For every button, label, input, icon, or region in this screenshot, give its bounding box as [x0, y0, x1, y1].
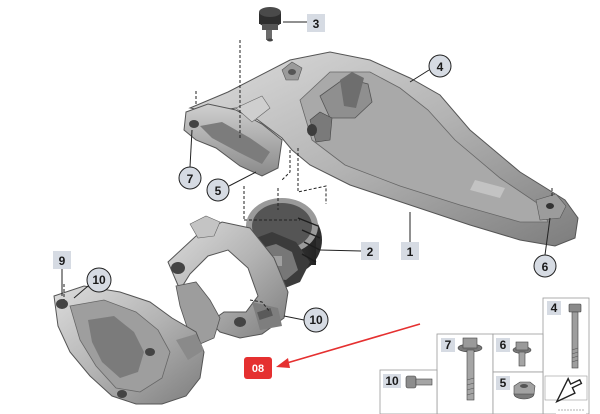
nut-icon: [513, 381, 536, 400]
callout-10-upper-number: 10: [92, 273, 106, 287]
highlight-arrow: [276, 323, 421, 368]
callout-9: 9: [53, 251, 71, 269]
callout-10-lower-number: 10: [309, 313, 323, 327]
callout-3: 3: [307, 14, 325, 32]
diagram-code-fragment: [556, 406, 586, 414]
highlight-08-label: 08: [252, 363, 264, 375]
main-bracket-part[interactable]: [183, 51, 579, 247]
legend-4-number: 4: [551, 301, 558, 315]
callout-2-number: 2: [367, 245, 374, 259]
callout-7: 7: [178, 166, 202, 190]
diagram-ref-arrow-icon: [544, 375, 588, 404]
legend-5-number: 5: [500, 376, 507, 390]
legend-10-number: 10: [385, 374, 399, 388]
callout-3-number: 3: [313, 17, 320, 31]
highlight-08[interactable]: 08: [244, 357, 272, 379]
long-bolt-icon: [568, 303, 582, 369]
exploded-view-lines: [63, 40, 553, 313]
short-bolt-icon: [512, 341, 532, 367]
callout-4: 4: [428, 54, 452, 78]
callout-5: 5: [206, 178, 230, 202]
callout-6-number: 6: [542, 260, 549, 274]
legend-item-6[interactable]: 6: [496, 338, 532, 367]
callout-1-number: 1: [407, 245, 414, 259]
callout-7-number: 7: [187, 172, 194, 186]
legend-item-5[interactable]: 5: [496, 376, 536, 400]
callout-10-lower: 10: [303, 307, 329, 333]
strap-bracket-part[interactable]: [167, 215, 289, 345]
legend-7-number: 7: [445, 338, 452, 352]
rubber-stop-part[interactable]: [259, 7, 281, 42]
socket-screw-icon: [405, 375, 433, 389]
callout-5-number: 5: [215, 184, 222, 198]
callout-2: 2: [361, 242, 379, 260]
legend-6-number: 6: [500, 338, 507, 352]
callout-9-number: 9: [59, 254, 66, 268]
legend-item-7[interactable]: 7: [441, 337, 483, 401]
callout-6: 6: [533, 254, 557, 278]
base-bracket-part[interactable]: [53, 285, 205, 405]
legend-item-4[interactable]: 4: [547, 301, 582, 369]
legend-item-10[interactable]: 10: [383, 374, 433, 389]
callout-10-upper: 10: [86, 267, 112, 293]
callout-1: 1: [401, 242, 419, 260]
flange-bolt-icon: [457, 337, 483, 401]
callout-4-number: 4: [437, 60, 444, 74]
